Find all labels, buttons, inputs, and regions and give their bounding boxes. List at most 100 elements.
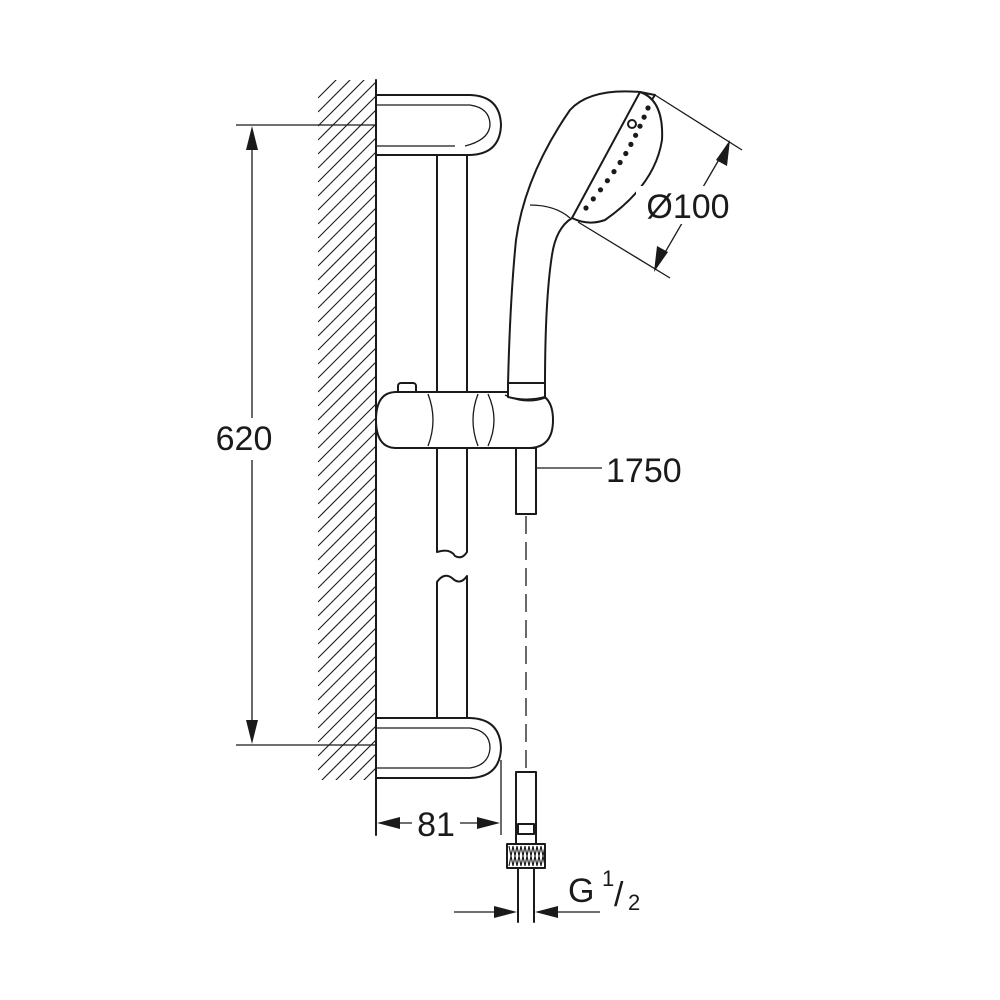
knurl-line [508, 845, 514, 867]
wall-hatch-line [318, 487, 376, 547]
knurl-line [516, 845, 522, 867]
knurl-line [512, 845, 518, 867]
rail-upper-segment [436, 147, 468, 559]
extension-line-head-top [654, 94, 743, 151]
top-wall-bracket [375, 94, 502, 156]
wall-hatch-line [318, 305, 376, 365]
bottom-wall-bracket [375, 717, 502, 779]
knurl-line [524, 845, 530, 867]
spray-nozzle [597, 187, 604, 193]
wall-hatch-line [318, 319, 376, 379]
arrow-up [246, 126, 258, 150]
wall-hatch-line [318, 123, 376, 183]
arrow-down [246, 720, 258, 744]
wall-projection-label: 81 [417, 806, 455, 844]
wall-hatch-line [318, 81, 376, 141]
wall-hatch-line [318, 796, 376, 854]
wall-hatch-line [335, 739, 376, 780]
wall-hatch-line [318, 557, 376, 617]
wall-hatch-line [318, 193, 376, 253]
knurl-line [532, 845, 538, 867]
shower-hose [506, 447, 546, 923]
wall-hatch-line [318, 263, 376, 323]
arrow-thread-left [494, 906, 517, 918]
wall-hatch-line [318, 137, 376, 197]
wall-hatch-line [318, 810, 376, 868]
wall-hatch-line [318, 613, 376, 673]
wall-hatch-line [318, 655, 376, 715]
spray-nozzle [590, 196, 596, 202]
wall-hatch-line [318, 585, 376, 645]
shower-handle [507, 90, 656, 386]
arrow-projection-right [477, 817, 500, 829]
wall-hatch-line [318, 473, 376, 533]
wall-hatch-line [318, 515, 376, 575]
arrow-projection-left [377, 817, 400, 829]
shower-handle-end [507, 382, 546, 401]
wall-hatch-line [363, 767, 376, 780]
dimension-head-diameter: Ø100 [577, 94, 743, 279]
spray-nozzle [628, 141, 634, 147]
wall-hatch-line [349, 753, 376, 780]
hose-top-section [515, 447, 537, 515]
wall-hatch-line [318, 375, 376, 435]
wall-hatch-line [318, 277, 376, 337]
top-bracket-curve [464, 104, 491, 147]
wall-hatch-line [318, 641, 376, 701]
wall-hatch-line [318, 417, 376, 477]
wall-hatch-line [318, 459, 376, 519]
thread-prefix-label: G [568, 872, 594, 910]
hose-nut-small [517, 823, 535, 835]
wall-hatch-line [318, 80, 365, 127]
wall-hatch-line [318, 151, 376, 211]
wall-hatch-line [318, 291, 376, 351]
knurl-line [536, 845, 542, 867]
shower-handle-seam [529, 204, 571, 219]
wall-hatch-line [318, 683, 376, 743]
wall-hatch-line [318, 347, 376, 407]
wall-hatch-line [318, 389, 376, 449]
wall-hatch-line [318, 824, 376, 882]
wall-hatch-line [321, 725, 376, 780]
spray-nozzle [645, 105, 651, 111]
wall-hatch-line [318, 711, 376, 771]
holder-clamp-curve-right [472, 393, 479, 447]
wall-hatch-line [318, 445, 376, 505]
wall-hatch-line [318, 207, 376, 267]
wall-hatch-line [318, 249, 376, 309]
hose-nut-knurling [508, 845, 546, 867]
head-diameter-label: Ø100 [646, 188, 729, 226]
spray-nozzle [641, 114, 647, 120]
wall-hatch-line [318, 361, 376, 421]
knurl-line [528, 845, 534, 867]
spray-nozzle [633, 132, 639, 138]
bottom-bracket-curve [469, 727, 491, 769]
dimension-hose-length: 1750 [536, 452, 682, 490]
holder-clamp-curve-left [427, 393, 434, 447]
holder-cup-line [487, 393, 495, 447]
wall-hatch-line [318, 221, 376, 281]
dimension-connection-thread: G 1 / 2 [454, 866, 640, 918]
wall-hatch-line [318, 543, 376, 603]
knurl-line [520, 845, 526, 867]
spray-nozzle [583, 205, 589, 211]
arrow-diameter-top [716, 140, 730, 166]
rail-lower-segment [436, 574, 468, 727]
wall-hatch-line [318, 431, 376, 491]
wall [318, 79, 377, 896]
thread-numerator-label: 1 [602, 866, 614, 891]
wall-hatch-line [318, 838, 376, 896]
wall-hatch-line [318, 165, 376, 225]
wall-hatch-line [318, 80, 337, 99]
shower-holder [375, 382, 554, 449]
spray-nozzle [637, 123, 643, 129]
wall-hatch-line [318, 235, 376, 295]
dimension-wall-projection: 81 [377, 760, 502, 844]
hose-length-label: 1750 [606, 452, 682, 490]
rail-height-label: 620 [216, 420, 273, 458]
wall-hatching [318, 80, 376, 896]
slide-rail [375, 94, 502, 779]
arrow-diameter-bottom [654, 246, 668, 272]
shower-mode-button [627, 119, 637, 129]
